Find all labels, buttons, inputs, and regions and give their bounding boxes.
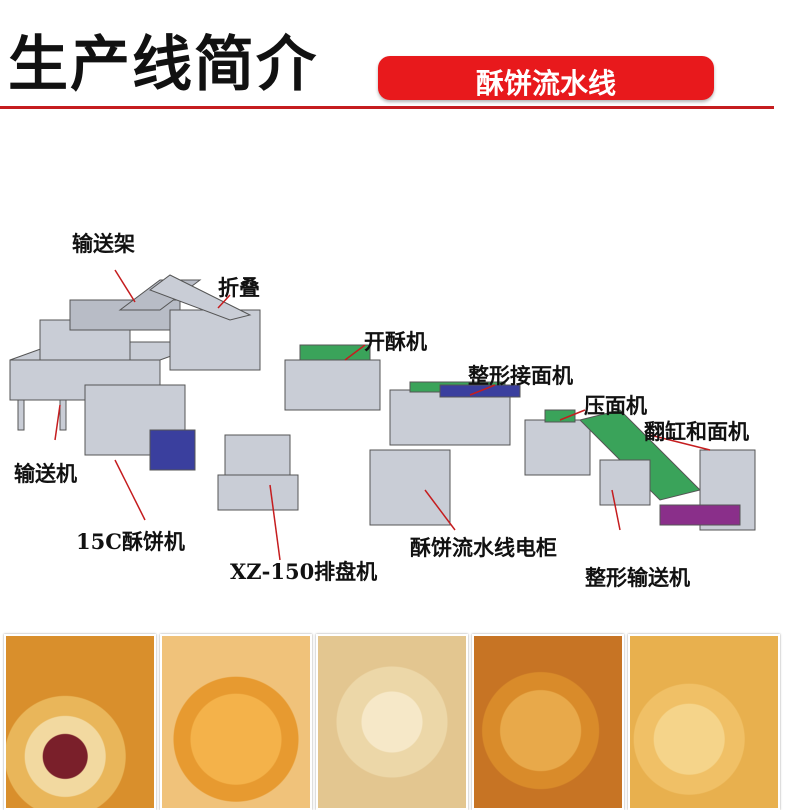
label-15c-pastry-machine: 15C酥饼机 <box>76 529 185 554</box>
production-line-illustration <box>9 269 756 561</box>
header-divider <box>0 106 774 109</box>
label-pastry-opener: 开酥机 <box>364 329 427 354</box>
label-dough-press: 压面机 <box>584 393 647 418</box>
label-folding: 折叠 <box>218 275 260 300</box>
product-photo-sesame-pastry <box>472 634 624 810</box>
production-line-diagram: 输送架 折叠 开酥机 整形接面机 压面机 翻缸和面机 输送机 15C酥饼机 XZ… <box>0 120 790 630</box>
product-photo-flower-pastry <box>4 634 156 810</box>
label-conveyor: 输送机 <box>14 461 77 486</box>
label-tray-arranger: XZ-150排盘机 <box>230 559 378 584</box>
label-tipping-mixer: 翻缸和面机 <box>644 419 749 444</box>
label-conveyor-rack: 输送架 <box>72 231 135 256</box>
page-title: 生产线简介 <box>8 30 318 100</box>
product-badge: 酥饼流水线 <box>378 56 714 100</box>
product-photo-strip <box>0 630 790 810</box>
product-photo-black-sesame-pastry <box>628 634 780 810</box>
label-shaping-conveyor: 整形输送机 <box>585 565 690 590</box>
product-photo-rose-pastry <box>316 634 468 810</box>
label-control-cabinet: 酥饼流水线电柜 <box>410 535 557 560</box>
product-photo-golden-cake <box>160 634 312 810</box>
page-header: 生产线简介 酥饼流水线 <box>0 0 790 120</box>
product-badge-label: 酥饼流水线 <box>475 67 616 100</box>
label-shaping-receiver: 整形接面机 <box>468 363 573 388</box>
